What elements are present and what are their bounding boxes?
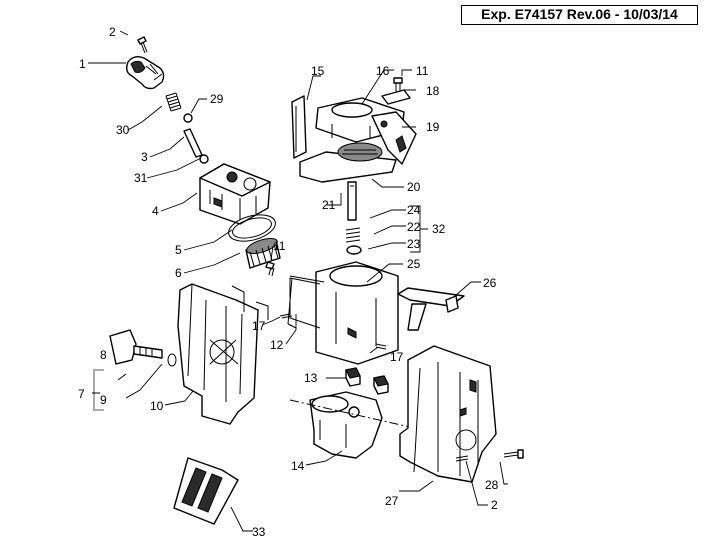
part-15-lever	[291, 95, 307, 159]
callout-24: 24	[407, 203, 421, 217]
callout-5: 5	[175, 243, 182, 257]
part-10-left-frame	[177, 283, 269, 425]
part-26-lever	[397, 287, 465, 331]
callout-20: 20	[407, 180, 421, 194]
callout-labels: 2 1 29 30 3 31 4 5 6 11 15 16 11 18 19 2…	[78, 25, 499, 539]
part-14-gear-block	[309, 391, 383, 459]
part-13-blocks	[345, 367, 389, 395]
part-2-screw-top	[137, 36, 148, 54]
callout-15: 15	[311, 64, 325, 78]
callout-11-mid: 11	[273, 239, 286, 253]
callout-28: 28	[485, 478, 499, 492]
part-27-right-frame	[399, 345, 497, 483]
part-23-seal	[346, 245, 362, 255]
callout-6: 6	[175, 266, 182, 280]
part-5-o-ring	[228, 214, 276, 242]
part-11-screw-mid	[265, 261, 275, 277]
part-22-spring	[345, 227, 361, 243]
callout-29: 29	[210, 92, 224, 106]
part-29-ball	[183, 113, 193, 123]
part-21-piston-rod	[347, 181, 357, 221]
callout-3: 3	[141, 150, 148, 164]
part-28-screw	[503, 449, 524, 459]
callout-17-left: 17	[252, 319, 266, 333]
part-2-screw-bottom	[455, 455, 469, 462]
part-19-plate	[371, 111, 417, 165]
callout-27: 27	[385, 494, 399, 508]
group-7-bracket	[93, 369, 104, 411]
callout-30: 30	[116, 123, 130, 137]
part-3-pin	[183, 128, 203, 158]
callout-18: 18	[426, 84, 440, 98]
callout-2-top: 2	[109, 25, 116, 39]
callout-9: 9	[100, 393, 107, 407]
callout-17-right: 17	[390, 350, 404, 364]
callout-32: 32	[432, 222, 446, 236]
part-30-spring	[165, 92, 182, 112]
callout-12: 12	[270, 338, 284, 352]
callout-19: 19	[426, 120, 440, 134]
callout-25: 25	[407, 257, 421, 271]
part-9-o-ring	[167, 353, 177, 367]
part-8-fitting	[109, 329, 163, 365]
part-1-knob	[125, 55, 165, 90]
callout-33: 33	[252, 525, 266, 539]
callout-26: 26	[483, 276, 497, 290]
part-18-pivot-block	[381, 89, 411, 105]
callout-23: 23	[407, 237, 421, 251]
callout-11-top: 11	[416, 64, 429, 78]
callout-10: 10	[150, 399, 164, 413]
part-31-washer	[199, 154, 209, 164]
callout-13: 13	[304, 371, 318, 385]
part-4-valve-body	[199, 163, 271, 225]
part-6-filter	[245, 237, 281, 269]
callout-2-bottom: 2	[491, 498, 498, 512]
part-33-pad	[173, 457, 239, 525]
part-17-screw-a	[279, 313, 293, 319]
callout-7: 7	[78, 387, 85, 401]
callout-21: 21	[322, 198, 336, 212]
part-25-brew-chamber	[289, 261, 399, 365]
callout-31: 31	[134, 171, 148, 185]
callout-8: 8	[100, 348, 107, 362]
callout-22: 22	[407, 220, 421, 234]
drawing-reference: Exp. E74157 Rev.06 - 10/03/14	[461, 5, 698, 25]
callout-4: 4	[152, 204, 159, 218]
leader-lines	[88, 30, 508, 532]
part-20-filter-plate	[299, 142, 397, 183]
callout-14: 14	[291, 459, 305, 473]
callout-16: 16	[376, 64, 390, 78]
callout-1: 1	[79, 57, 86, 71]
